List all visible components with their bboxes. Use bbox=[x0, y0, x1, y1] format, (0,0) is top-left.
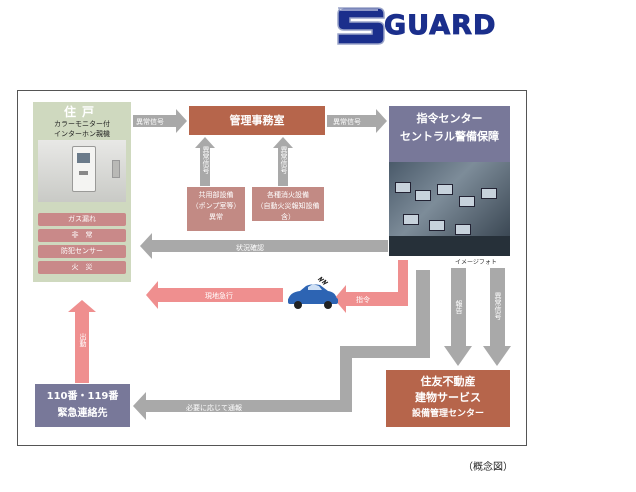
label-dispatch: 出動 bbox=[79, 333, 87, 347]
diagram-frame bbox=[17, 90, 527, 446]
alarm-emergency: 非 常 bbox=[38, 229, 126, 242]
patrol-car-icon bbox=[288, 276, 338, 309]
arrow-rush bbox=[146, 281, 283, 309]
alarm-fire: 火 災 bbox=[38, 261, 126, 274]
command-center-line-1: 指令センター bbox=[416, 112, 483, 125]
command-center-box: 指令センター セントラル警備保障 bbox=[389, 106, 510, 162]
label-command: 指令 bbox=[356, 296, 370, 304]
common-equipment-line-3: 異常 bbox=[209, 213, 223, 221]
label-status-check: 状況確認 bbox=[236, 244, 264, 252]
intercom-photo bbox=[38, 140, 126, 202]
alarm-security-sensor: 防犯センサー bbox=[38, 245, 126, 258]
emergency-line-1: 110番・119番 bbox=[46, 391, 119, 402]
command-center-photo bbox=[389, 162, 510, 256]
arrow-signal-down bbox=[483, 268, 511, 366]
residence-title: 住戸 bbox=[63, 105, 100, 119]
management-office-box: 管理事務室 bbox=[189, 106, 325, 135]
photo-caption: イメージフォト bbox=[455, 259, 497, 266]
arrow-equip2-up bbox=[273, 137, 293, 186]
arrow-dispatch bbox=[68, 300, 96, 383]
arrow-notify bbox=[133, 270, 430, 420]
residence-panel: 住戸 カラーモニター付 インターホン親機 ガス漏れ 非 常 防犯センサー 火 災 bbox=[33, 102, 131, 282]
sumitomo-line-2: 建物サービス bbox=[415, 391, 481, 404]
arrow-home-to-office bbox=[133, 109, 187, 133]
fire-equipment-line-1: 各種消火設備 bbox=[267, 191, 309, 199]
common-equipment-line-1: 共用部設備 bbox=[198, 191, 234, 199]
residence-subtitle-1: カラーモニター付 bbox=[54, 120, 110, 128]
label-abnormal-signal-2: 異常信号 bbox=[333, 118, 361, 126]
sumitomo-line-1: 住友不動産 bbox=[420, 375, 476, 388]
arrow-equip1-up bbox=[195, 137, 215, 186]
emergency-contact-box: 110番・119番 緊急連絡先 bbox=[35, 384, 130, 427]
label-rush-to-site: 現地急行 bbox=[205, 292, 233, 300]
emergency-line-2: 緊急連絡先 bbox=[57, 408, 108, 419]
alarm-gas-leak: ガス漏れ bbox=[38, 213, 126, 226]
sguard-logo: GUARD bbox=[332, 4, 526, 48]
command-center-line-2: セントラル警備保障 bbox=[400, 130, 499, 143]
arrow-report bbox=[444, 268, 472, 366]
residence-subtitle-2: インターホン親機 bbox=[54, 130, 110, 138]
logo-text: GUARD bbox=[383, 10, 497, 42]
arrow-office-to-center bbox=[327, 109, 387, 133]
label-abnormal-signal-5: 異常信号 bbox=[494, 292, 502, 320]
arrow-command bbox=[334, 260, 408, 313]
common-equipment-box: 共用部設備 （ポンプ室等） 異常 bbox=[187, 187, 245, 231]
s-logo-icon bbox=[337, 7, 385, 45]
label-abnormal-signal-1: 異常信号 bbox=[136, 118, 164, 126]
intercom-device-icon bbox=[72, 146, 96, 192]
label-abnormal-signal-3: 異常信号 bbox=[202, 146, 210, 174]
concept-caption: （概念図） bbox=[463, 462, 513, 473]
fire-equipment-line-2: （自動火災報知設備含） bbox=[256, 202, 320, 221]
label-abnormal-signal-4: 異常信号 bbox=[280, 146, 288, 174]
label-report: 報告 bbox=[455, 300, 463, 314]
sumitomo-box: 住友不動産 建物サービス 設備管理センター bbox=[386, 370, 510, 427]
sumitomo-line-3: 設備管理センター bbox=[411, 409, 484, 419]
arrow-status-check bbox=[140, 233, 388, 259]
label-notify-if-needed: 必要に応じて通報 bbox=[186, 404, 242, 412]
common-equipment-line-2: （ポンプ室等） bbox=[191, 202, 241, 210]
fire-equipment-box: 各種消火設備 （自動火災報知設備含） bbox=[252, 187, 324, 221]
